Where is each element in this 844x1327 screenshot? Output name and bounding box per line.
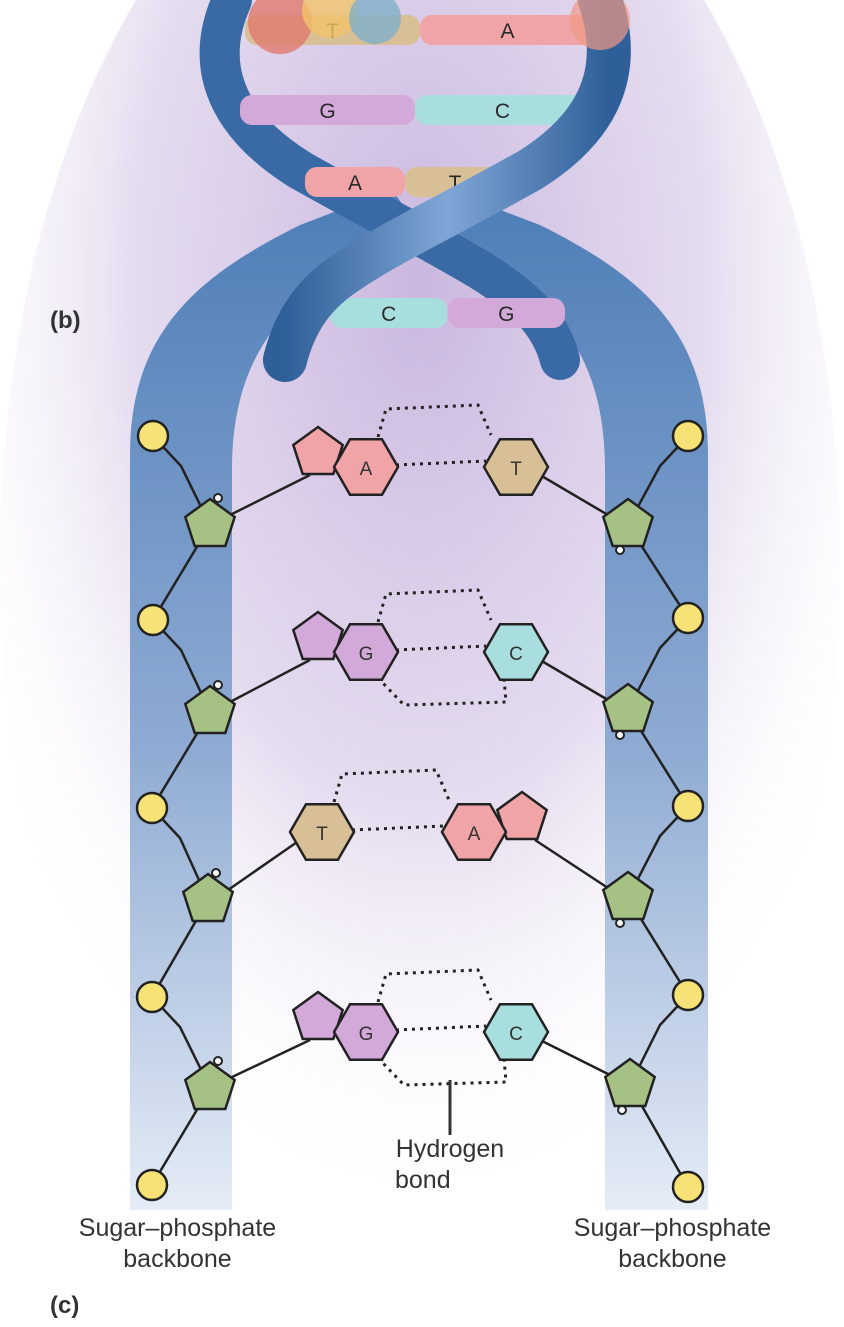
panel-label-b: (b)	[50, 307, 81, 334]
cytosine-hexagon-ring	[482, 623, 550, 681]
carbon-node	[615, 545, 625, 555]
carbon-node	[213, 680, 223, 690]
hydrogen-bond	[376, 968, 493, 1003]
right-backbone-label-line2: backbone	[618, 1245, 727, 1273]
phosphate-circle	[671, 601, 705, 635]
adenine-rung-segment	[305, 167, 405, 197]
glycosidic-bond	[539, 1038, 611, 1077]
phosphate-circle	[135, 980, 169, 1014]
adenine-rung-segment	[420, 15, 595, 45]
helix-front-strand	[263, 0, 631, 382]
phosphate-circle	[671, 1170, 705, 1204]
carbon-node	[615, 918, 625, 928]
right-backbone-label: Sugar–phosphate backbone	[550, 1213, 795, 1275]
sugar-pentagon	[601, 497, 655, 548]
phosphate-circle	[671, 978, 705, 1012]
adenine-hexagon-ring	[332, 438, 400, 496]
thymine-hexagon-ring	[288, 803, 356, 861]
hydrogen-bond-label: Hydrogen bond	[365, 1134, 535, 1196]
left-backbone-label: Sugar–phosphate backbone	[55, 1213, 300, 1275]
base-letter: G	[359, 1024, 374, 1045]
atom-cluster	[248, 0, 312, 54]
cytosine-rung-segment	[415, 95, 590, 125]
sugar-pentagon	[183, 1060, 237, 1111]
guanine-pentagon-ring	[291, 610, 345, 661]
glycosidic-bond	[539, 658, 609, 702]
helix-rung-label: A	[500, 20, 514, 43]
helix-rung-label: A	[348, 172, 362, 195]
glycosidic-bond	[229, 1038, 311, 1080]
glycosidic-bond	[534, 838, 609, 890]
base-letter: T	[510, 459, 522, 480]
cytosine-hexagon-ring	[482, 1003, 550, 1061]
panel-label-c: (c)	[50, 1292, 80, 1319]
sugar-pentagon	[183, 684, 237, 735]
sugar-pentagon	[601, 682, 655, 733]
atom-cluster	[570, 0, 630, 50]
phosphate-circle	[136, 603, 170, 637]
base-letter: C	[509, 1024, 523, 1045]
adenine-pentagon-ring	[495, 790, 549, 841]
sugar-pentagon	[183, 497, 237, 548]
sugar-pentagon	[601, 870, 655, 921]
guanine-rung-segment	[240, 95, 415, 125]
hydrogen-bond-label-line2: bond	[395, 1166, 451, 1194]
base-letter: T	[316, 824, 328, 845]
sugar-pentagon	[181, 872, 235, 923]
adenine-pentagon-ring	[291, 425, 345, 476]
carbon-node	[615, 730, 625, 740]
phosphate-circle	[135, 1168, 169, 1202]
guanine-hexagon-ring	[332, 1003, 400, 1061]
double-helix: TAGCATCG	[199, 0, 631, 382]
phosphate-circle	[671, 419, 705, 453]
carbon-node	[617, 1105, 627, 1115]
sugar-pentagon	[603, 1057, 657, 1108]
right-backbone-ribbon	[420, 190, 708, 1210]
backbone-ribbons	[130, 190, 708, 1210]
left-backbone-label-line1: Sugar–phosphate	[78, 1214, 277, 1242]
base-letter: C	[509, 644, 523, 665]
glycosidic-bond	[229, 658, 311, 704]
left-backbone-label-line2: backbone	[123, 1245, 232, 1273]
hydrogen-bond	[376, 403, 493, 438]
base-letter: G	[359, 644, 374, 665]
atom-cluster	[349, 0, 401, 44]
atom-cluster	[302, 0, 358, 38]
base-letter: A	[468, 824, 481, 845]
helix-rung-label: G	[498, 303, 514, 326]
helix-rung-label: C	[381, 303, 396, 326]
helix-rung-label: C	[495, 100, 510, 123]
glycosidic-bond	[229, 473, 311, 517]
glycosidic-bond	[539, 473, 609, 517]
carbon-node	[211, 868, 221, 878]
phosphate-circle	[136, 419, 170, 453]
glycosidic-bond	[227, 838, 301, 892]
hydrogen-bond	[376, 1056, 508, 1087]
guanine-rung-segment	[447, 298, 565, 328]
right-backbone-label-line1: Sugar–phosphate	[573, 1214, 772, 1242]
hydrogen-bond	[376, 588, 493, 623]
phosphate-circle	[671, 789, 705, 823]
carbon-node	[213, 1056, 223, 1066]
carbon-node	[213, 493, 223, 503]
thymine-hexagon-ring	[482, 438, 550, 496]
adenine-hexagon-ring	[440, 803, 508, 861]
guanine-hexagon-ring	[332, 623, 400, 681]
guanine-pentagon-ring	[291, 990, 345, 1041]
helix-rung-label: G	[319, 100, 335, 123]
phosphate-circle	[135, 791, 169, 825]
base-letter: A	[360, 459, 373, 480]
left-backbone-ribbon	[130, 190, 420, 1210]
hydrogen-bond	[376, 676, 508, 707]
cytosine-rung-segment	[330, 298, 448, 328]
hydrogen-bond-label-line1: Hydrogen	[395, 1135, 505, 1163]
